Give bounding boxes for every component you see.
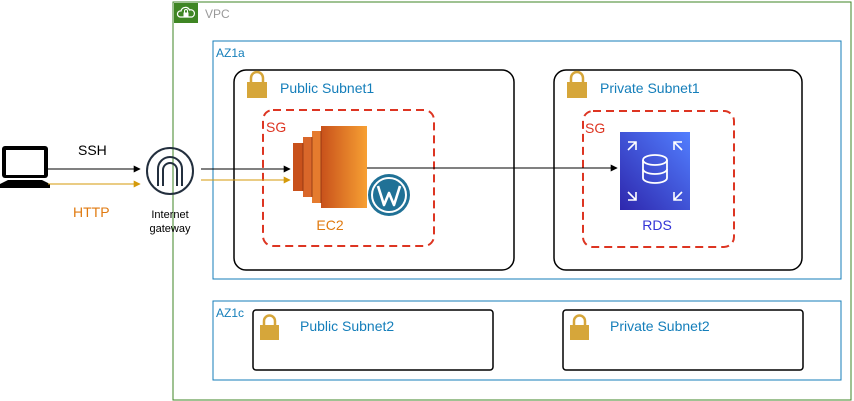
private-subnet2-group: Private Subnet2 [562,309,804,371]
private-subnet1-label: Private Subnet1 [600,80,700,96]
az1a-group: AZ1a [212,40,842,280]
http-label: HTTP [73,204,110,220]
padlock-icon [260,314,279,340]
sg-private-label: SG [585,120,605,136]
padlock-icon [247,70,267,98]
private-subnet2-label: Private Subnet2 [610,318,710,334]
wordpress-icon [368,174,410,216]
public-subnet1-label: Public Subnet1 [280,80,374,96]
private-subnet1-group: Private Subnet1 [553,69,803,271]
az1a-label: AZ1a [216,46,245,60]
gateway-label-line2: gateway [150,223,191,235]
internet-gateway-icon [146,147,194,195]
laptop-icon [0,146,50,188]
vpc-label: VPC [205,7,230,21]
ec2-instance-icon [293,126,367,208]
gateway-label-line1: Internet [151,209,188,221]
public-subnet2-label: Public Subnet2 [300,318,394,334]
sg-public-group: SG [262,109,435,247]
rds-database-icon [620,132,690,210]
padlock-icon [567,70,587,98]
az1c-label: AZ1c [216,306,244,320]
padlock-icon [570,314,589,340]
rds-label: RDS [642,217,672,233]
public-subnet1-group: Public Subnet1 [233,69,515,271]
public-subnet2-group: Public Subnet2 [252,309,494,371]
sg-public-label: SG [266,119,286,135]
az1c-group: AZ1c [212,300,842,381]
sg-private-group: SG [582,110,735,248]
vpc-group: VPC [172,1,852,401]
ssh-label: SSH [78,142,107,158]
ec2-label: EC2 [316,217,343,233]
cloud-lock-icon [174,3,198,23]
